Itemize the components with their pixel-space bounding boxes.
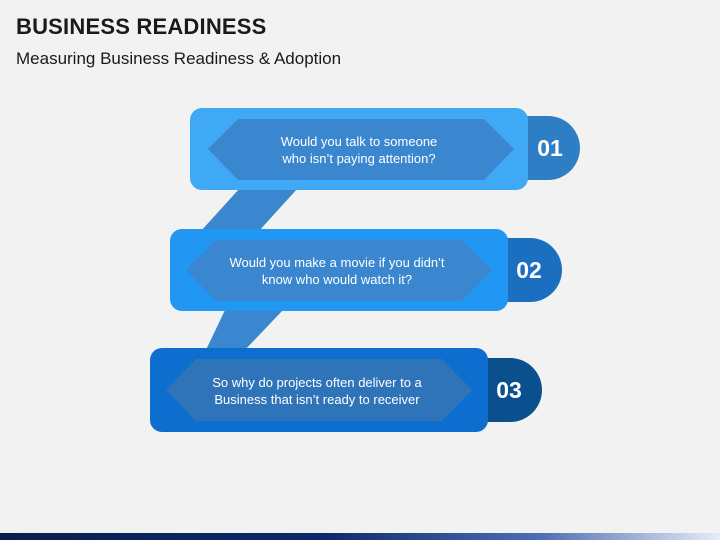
step-3-text-line-2: Business that isn’t ready to receiver	[214, 392, 420, 407]
step-2-number: 02	[516, 257, 542, 283]
step-3-text-line-1: So why do projects often deliver to a	[212, 375, 422, 390]
connector-1-2	[200, 188, 298, 232]
connector-2-3	[205, 310, 283, 352]
step-1-text: Would you talk to someone who isn’t payi…	[234, 133, 484, 167]
step-1-text-line-2: who isn’t paying attention?	[282, 151, 436, 166]
step-2-text-line-2: know who would watch it?	[261, 272, 413, 287]
step-2-text: Would you make a movie if you didn’t kno…	[212, 254, 462, 288]
slide-subtitle: Measuring Business Readiness & Adoption	[16, 49, 342, 68]
slide-title: BUSINESS READINESS	[16, 14, 267, 39]
step-1-text-line-1: Would you talk to someone	[280, 134, 438, 149]
step-3-arrow-banner	[166, 359, 472, 421]
step-2-arrow-banner	[186, 240, 492, 301]
footer-gradient-bar	[0, 533, 720, 540]
step-2-text-line-1: Would you make a movie if you didn’t	[229, 255, 445, 270]
step-3-text: So why do projects often deliver to a Bu…	[192, 374, 442, 408]
step-1-number: 01	[537, 135, 563, 161]
step-1-arrow-banner	[208, 119, 514, 180]
step-3-number: 03	[496, 377, 522, 403]
